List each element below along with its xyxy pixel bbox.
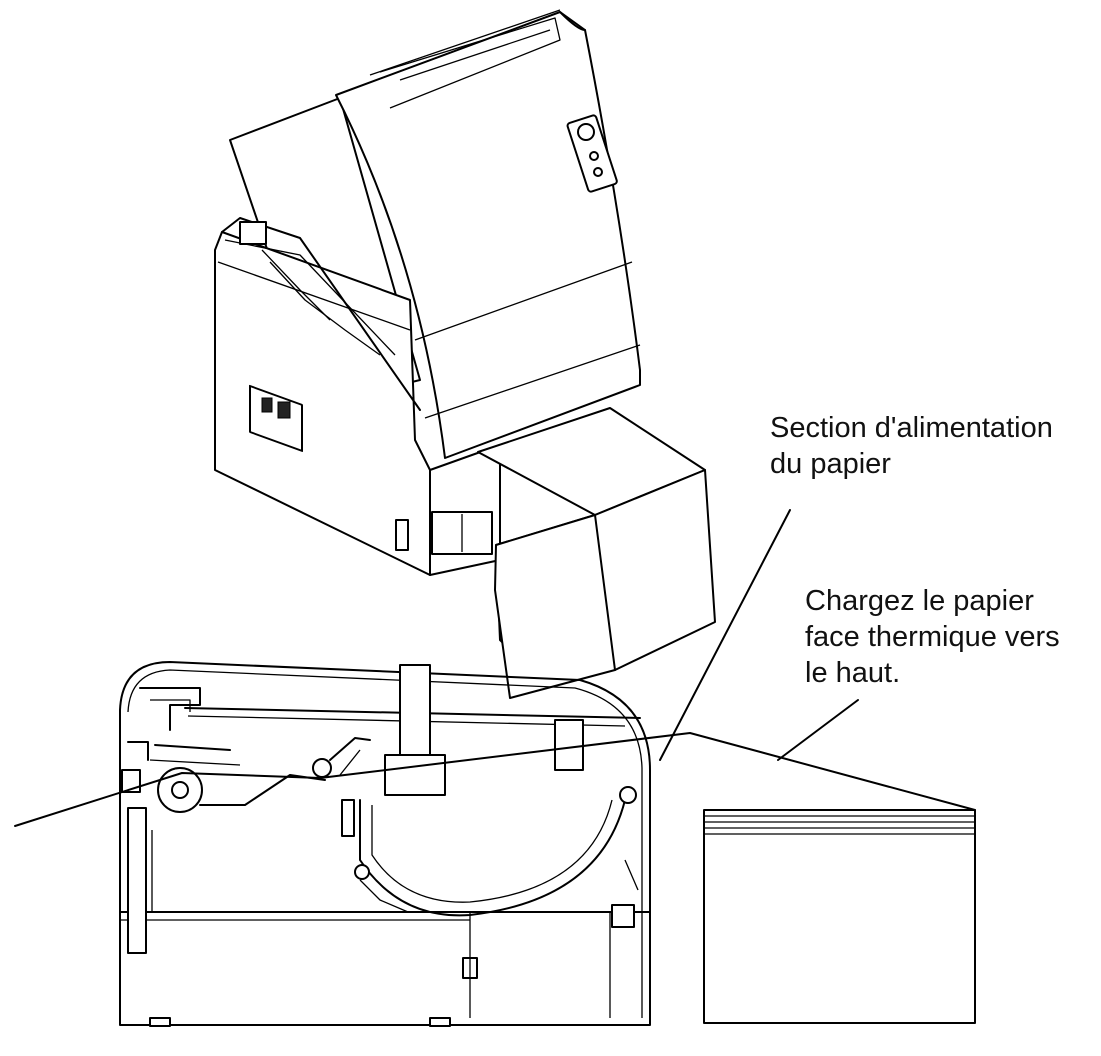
power-switch [261, 397, 273, 413]
paper-path [14, 732, 976, 827]
feed-section-leader [659, 509, 791, 761]
right-pivot-icon [619, 786, 637, 804]
left-pivot-icon [354, 864, 370, 880]
foot-left [149, 1017, 171, 1027]
feed-button-icon [577, 123, 595, 141]
load-paper-label-line2: face thermique vers [805, 621, 1060, 653]
left-panel [127, 807, 147, 954]
roll-holder-curve [359, 799, 626, 917]
printer-base-front [429, 444, 501, 576]
left-clip [121, 769, 141, 793]
printer-cover [335, 11, 641, 459]
load-paper-label-line3: le haut. [805, 657, 901, 689]
base-slot [395, 519, 409, 551]
hinge-block [239, 221, 267, 245]
inner-clip [341, 799, 355, 837]
load-paper-label-line1: Chargez le papier [805, 585, 1034, 617]
guide-base [384, 754, 446, 796]
printer-isometric-view [214, 9, 716, 699]
foot-right [429, 1017, 451, 1027]
housing-outline [119, 661, 651, 1026]
right-post [554, 719, 584, 771]
feed-section-label-line1: Section d'alimentation [770, 412, 1053, 444]
load-paper-leader [777, 699, 859, 761]
connector-port [277, 401, 291, 419]
pivot-icon [312, 758, 332, 778]
feed-section-label: Section d'alimentation du papier [770, 410, 1053, 482]
printer-base-rim [221, 217, 421, 411]
paper-roll-box-lower [494, 514, 616, 699]
bottom-bracket [611, 904, 635, 928]
paper-stack [703, 809, 976, 1024]
power-led-icon [589, 151, 599, 161]
feed-section-label-line2: du papier [770, 448, 891, 480]
printer-cross-section [14, 661, 976, 1027]
error-led-icon [593, 167, 603, 177]
load-paper-label: Chargez le papier face thermique vers le… [805, 583, 1060, 691]
